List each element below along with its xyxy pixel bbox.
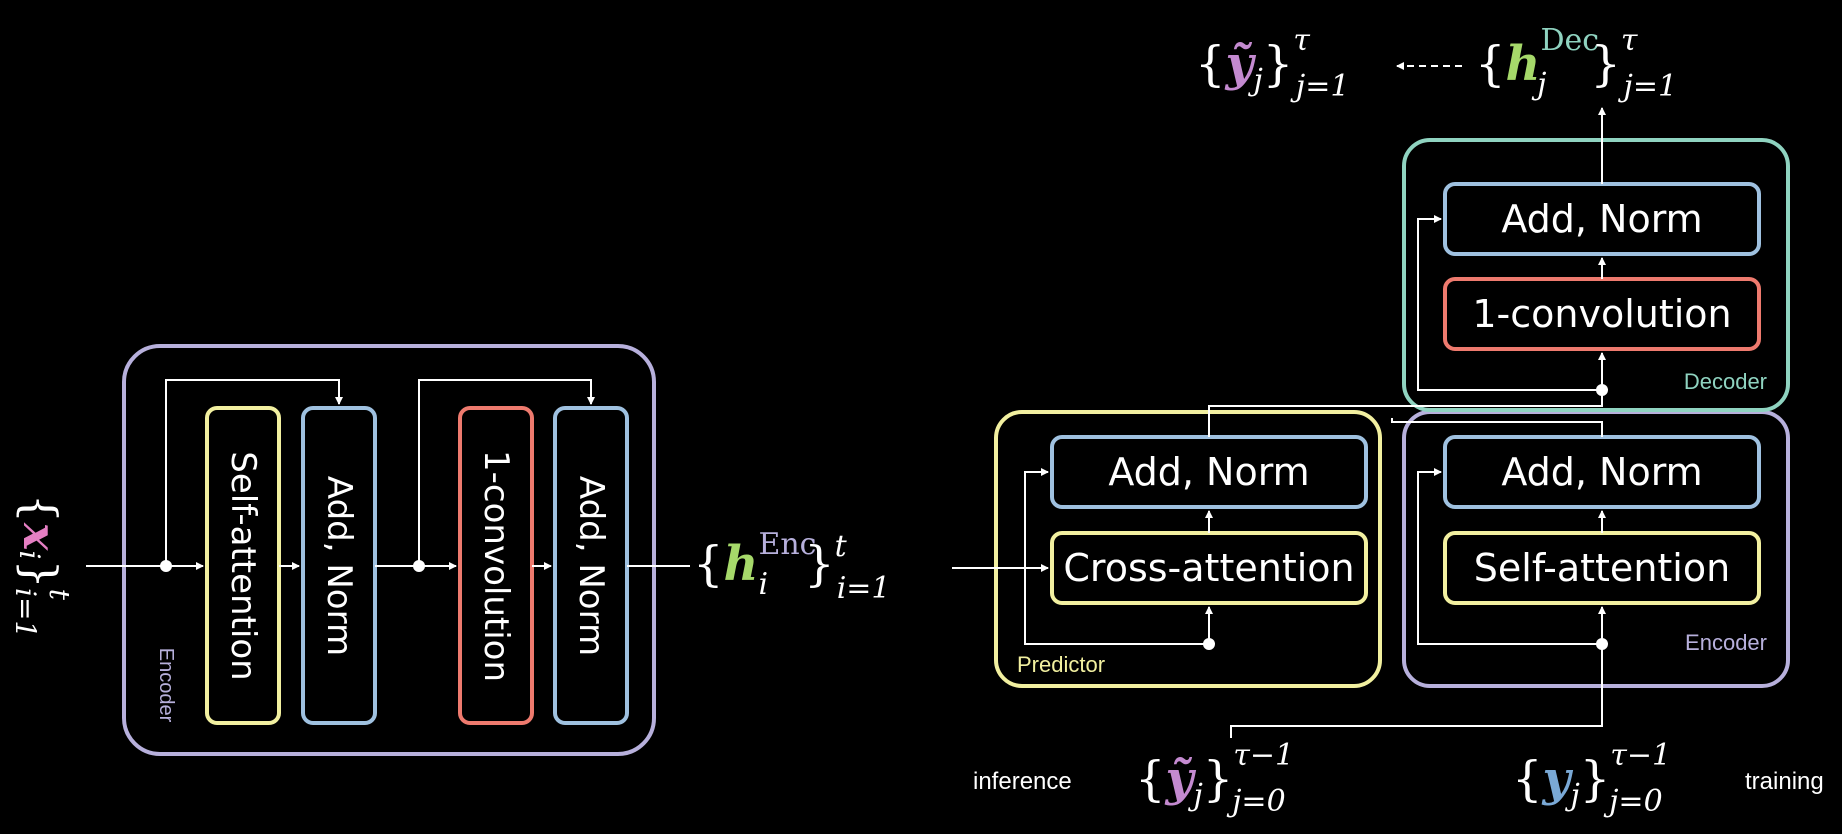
predictor-add-norm-label: Add, Norm bbox=[1108, 450, 1309, 494]
convolution-label: 1-convolution bbox=[476, 450, 516, 682]
left-encoder: Encoder Self-attention Add, Norm 1-convo… bbox=[86, 344, 690, 756]
right-encoder: Encoder Add, Norm Self-attention bbox=[1402, 410, 1790, 688]
decoder-frame bbox=[1402, 138, 1790, 412]
training-label: training bbox=[1745, 768, 1824, 795]
add-norm-label-1: Add, Norm bbox=[319, 476, 359, 656]
add-norm-label-2: Add, Norm bbox=[571, 476, 611, 656]
residual-node-1 bbox=[160, 560, 172, 572]
decoder-add-norm-label: Add, Norm bbox=[1501, 197, 1702, 241]
residual-node-2 bbox=[413, 560, 425, 572]
decoder: Decoder Add, Norm 1-convolution bbox=[1402, 138, 1790, 412]
left-encoder-connectors bbox=[86, 379, 690, 570]
right-connectors bbox=[952, 62, 1606, 738]
input-x-label: {xi}ti=1 bbox=[10, 494, 77, 638]
predictor-node bbox=[1203, 638, 1215, 650]
decoder-label: Decoder bbox=[1684, 369, 1767, 394]
predictor-frame bbox=[994, 410, 1382, 688]
right-self-attention-label: Self-attention bbox=[1474, 546, 1730, 590]
self-attention-label: Self-attention bbox=[223, 451, 263, 680]
right-encoder-node bbox=[1596, 638, 1608, 650]
svg-text:{xi}ti=1: {xi}ti=1 bbox=[10, 494, 77, 638]
right-add-norm-label: Add, Norm bbox=[1501, 450, 1702, 494]
left-encoder-frame bbox=[122, 344, 656, 756]
decoder-convolution-label: 1-convolution bbox=[1472, 292, 1731, 336]
inference-label: inference bbox=[973, 768, 1072, 795]
left-encoder-label: Encoder bbox=[155, 648, 177, 723]
cross-attention-label: Cross-attention bbox=[1063, 546, 1354, 590]
right-encoder-label: Encoder bbox=[1685, 630, 1767, 655]
predictor: Predictor Add, Norm Cross-attention bbox=[994, 410, 1382, 688]
decoder-node bbox=[1596, 384, 1608, 396]
predictor-label: Predictor bbox=[1017, 652, 1105, 677]
